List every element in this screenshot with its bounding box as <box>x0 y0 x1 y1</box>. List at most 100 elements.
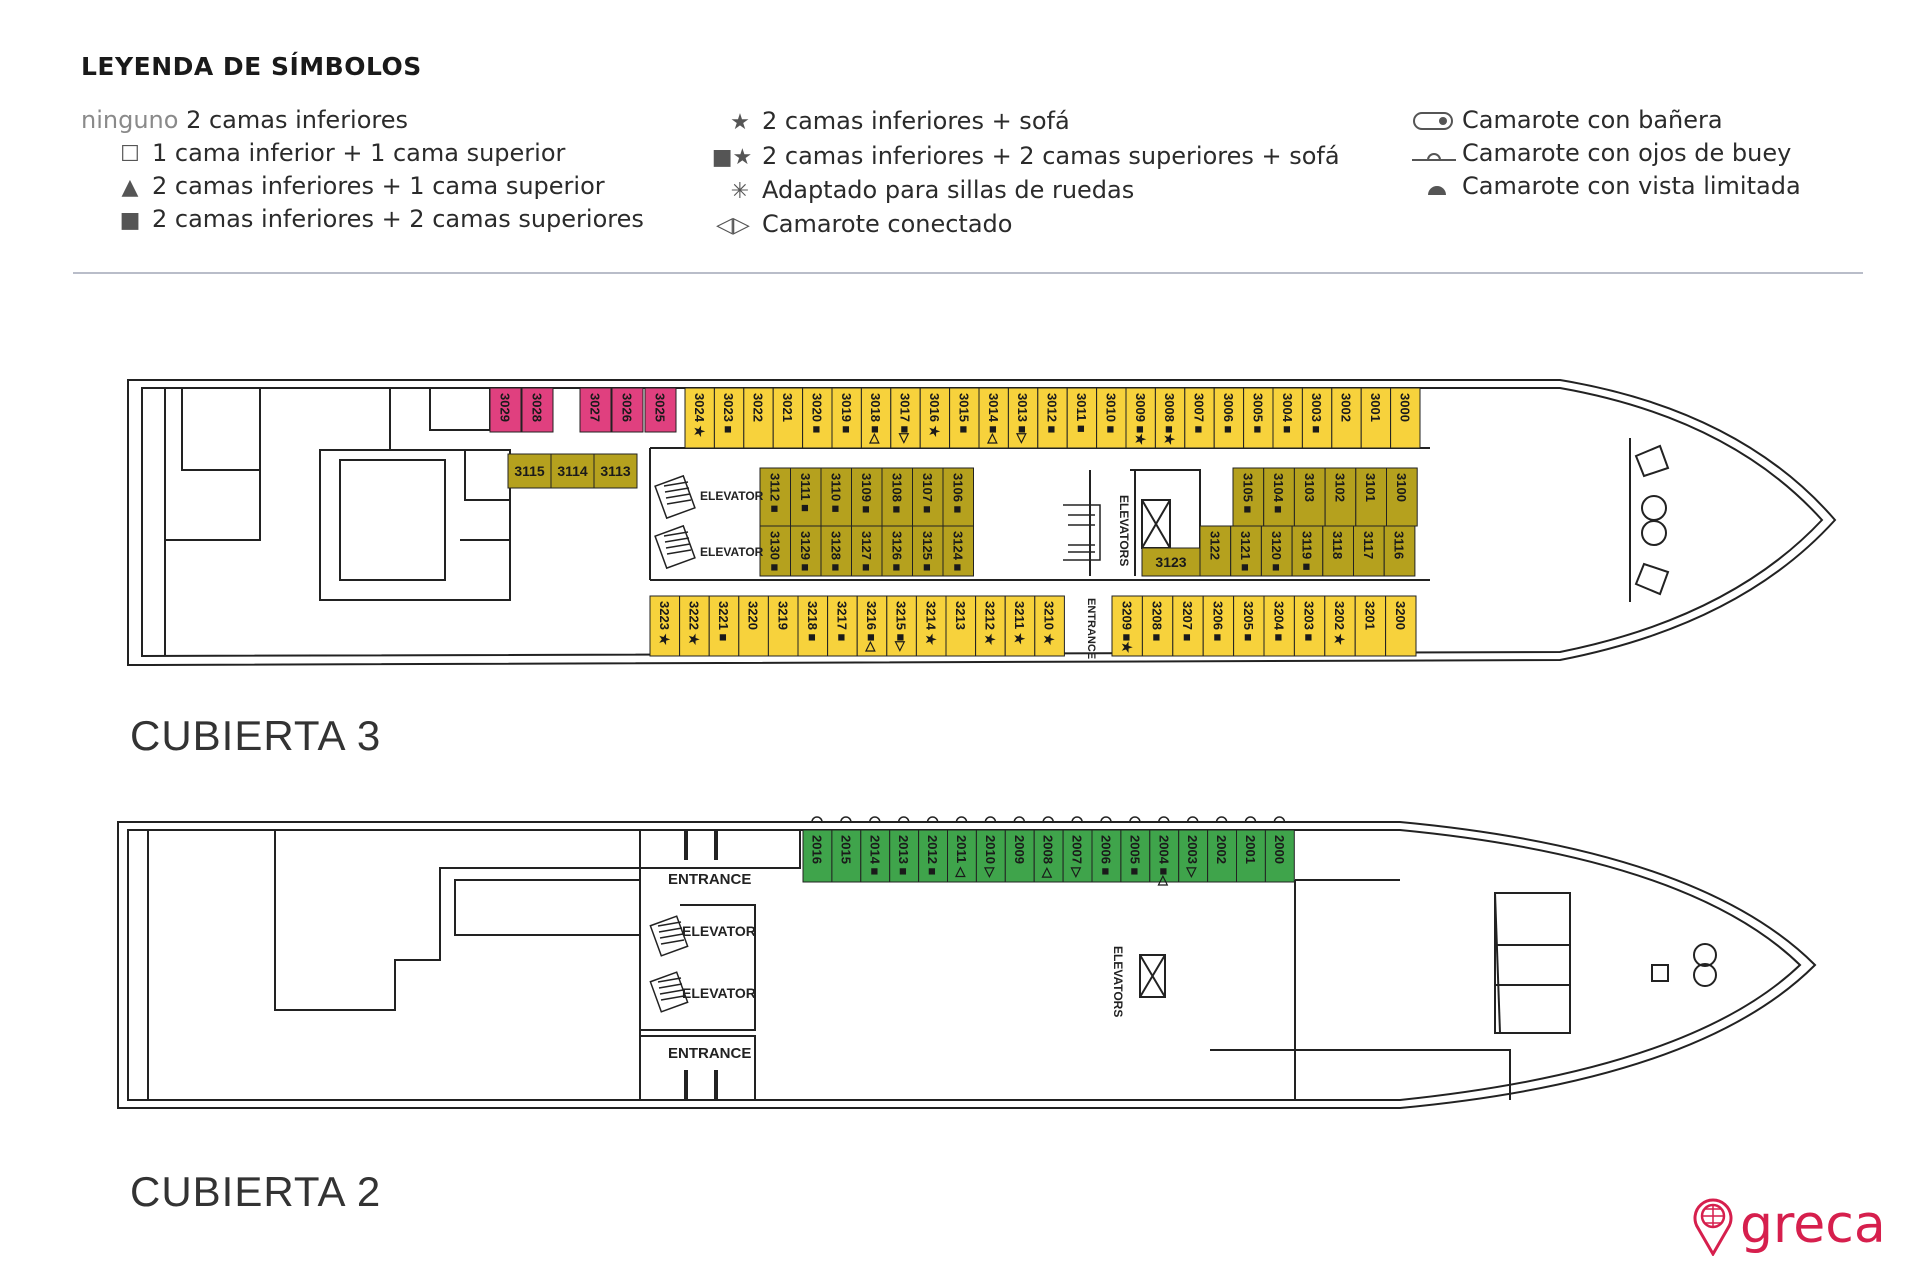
cabin-3203[interactable]: 3203 ■ <box>1293 595 1326 657</box>
cabin-2009[interactable]: 2009 <box>1004 829 1035 883</box>
cabin-3221[interactable]: 3221 ■ <box>708 595 740 657</box>
cabin-3108[interactable]: 3108 ■ <box>881 467 913 527</box>
cabin-3204[interactable]: 3204 ■ <box>1263 595 1295 657</box>
cabin-2015[interactable]: 2015 <box>831 829 862 883</box>
cabin-2010[interactable]: 2010 ▷ <box>975 829 1006 883</box>
cabin-2016[interactable]: 2016 <box>802 829 833 883</box>
cabin-3028[interactable]: 3028 <box>521 387 554 433</box>
cabin-3020[interactable]: 3020 ■ <box>802 387 833 449</box>
cabin-3009[interactable]: 3009 ■★ <box>1125 387 1156 449</box>
cabin-3106[interactable]: 3106 ■ <box>942 467 974 527</box>
cabin-2003[interactable]: 2003 ▷ <box>1178 829 1209 883</box>
cabin-3021[interactable]: 3021 <box>772 387 804 449</box>
cabin-3223[interactable]: 3223 ★ <box>649 595 681 657</box>
cabin-3013[interactable]: 3013 ■▷ <box>1007 387 1039 449</box>
cabin-3008[interactable]: 3008 ■★ <box>1154 387 1186 449</box>
cabin-3220[interactable]: 3220 <box>738 595 769 657</box>
cabin-3207[interactable]: 3207 ■ <box>1172 595 1204 657</box>
cabin-3109[interactable]: 3109 ■ <box>851 467 883 527</box>
cabin-2013[interactable]: 2013 ■ <box>889 829 920 883</box>
cabin-3103[interactable]: 3103 <box>1293 467 1326 527</box>
cabin-3111[interactable]: 3111 ■ <box>790 467 822 527</box>
cabin-2002[interactable]: 2002 <box>1207 829 1237 883</box>
cabin-2000[interactable]: 2000 <box>1264 829 1295 883</box>
cabin-3024[interactable]: 3024 ★ <box>684 387 715 449</box>
cabin-3112[interactable]: 3112 ■ <box>759 467 791 527</box>
cabin-3215[interactable]: 3215 ■▷ <box>886 595 917 657</box>
cabin-2005[interactable]: 2005 ■ <box>1120 829 1151 883</box>
cabin-3116[interactable]: 3116 <box>1383 525 1416 577</box>
cabin-3122[interactable]: 3122 <box>1199 525 1232 577</box>
cabin-3126[interactable]: 3126 ■ <box>881 525 913 577</box>
cabin-3110[interactable]: 3110 ■ <box>820 467 852 527</box>
cabin-3016[interactable]: 3016 ★ <box>919 387 951 449</box>
cabin-3119[interactable]: 3119 ■ <box>1291 525 1324 577</box>
cabin-3102[interactable]: 3102 <box>1324 467 1357 527</box>
cabin-3208[interactable]: 3208 ■ <box>1141 595 1174 657</box>
cabin-3023[interactable]: 3023 ■ <box>713 387 745 449</box>
cabin-2006[interactable]: 2006 ■ <box>1091 829 1122 883</box>
cabin-3012[interactable]: 3012 ■ <box>1037 387 1068 449</box>
cabin-3216[interactable]: 3216 ■◁ <box>856 595 888 657</box>
cabin-3011[interactable]: 3011 ■ <box>1066 387 1098 449</box>
cabin-3027[interactable]: 3027 <box>579 387 612 433</box>
cabin-3003[interactable]: 3003 ■ <box>1301 387 1333 449</box>
cabin-3200[interactable]: 3200 <box>1385 595 1417 657</box>
cabin-3001[interactable]: 3001 <box>1360 387 1392 449</box>
cabin-3118[interactable]: 3118 <box>1322 525 1355 577</box>
cabin-3005[interactable]: 3005 ■ <box>1243 387 1274 449</box>
cabin-3025[interactable]: 3025 <box>644 387 677 433</box>
cabin-3115[interactable]: 3115 <box>507 453 552 489</box>
cabin-3114[interactable]: 3114 <box>550 453 595 489</box>
cabin-2007[interactable]: 2007 ▷ <box>1062 829 1093 883</box>
cabin-3124[interactable]: 3124 ■ <box>942 525 974 577</box>
cabin-3117[interactable]: 3117 <box>1353 525 1385 577</box>
cabin-3010[interactable]: 3010 ■ <box>1096 387 1127 449</box>
cabin-3006[interactable]: 3006 ■ <box>1213 387 1245 449</box>
cabin-3019[interactable]: 3019 ■ <box>831 387 862 449</box>
cabin-3002[interactable]: 3002 <box>1331 387 1362 449</box>
cabin-3105[interactable]: 3105 ■ <box>1232 467 1265 527</box>
cabin-3130[interactable]: 3130 ■ <box>759 525 791 577</box>
cabin-2011[interactable]: 2011 ◁ <box>947 829 977 883</box>
cabin-2001[interactable]: 2001 <box>1236 829 1266 883</box>
cabin-2012[interactable]: 2012 ■ <box>918 829 948 883</box>
cabin-3029[interactable]: 3029 <box>489 387 522 433</box>
cabin-3127[interactable]: 3127 ■ <box>851 525 883 577</box>
cabin-3129[interactable]: 3129 ■ <box>790 525 822 577</box>
cabin-3026[interactable]: 3026 <box>611 387 644 433</box>
cabin-3206[interactable]: 3206 ■ <box>1202 595 1235 657</box>
cabin-2004[interactable]: 2004 ■◁ <box>1149 829 1180 886</box>
cabin-3107[interactable]: 3107 ■ <box>912 467 944 527</box>
cabin-3202[interactable]: 3202 ★ <box>1324 595 1356 657</box>
cabin-3022[interactable]: 3022 <box>743 387 774 449</box>
cabin-3121[interactable]: 3121 ■ <box>1230 525 1262 577</box>
cabin-3211[interactable]: 3211 ★ <box>1004 595 1036 657</box>
cabin-3018[interactable]: 3018 ■◁ <box>860 387 892 449</box>
cabin-3218[interactable]: 3218 ■ <box>797 595 829 657</box>
cabin-3214[interactable]: 3214 ★ <box>915 595 947 657</box>
cabin-3101[interactable]: 3101 <box>1355 467 1388 527</box>
cabin-3201[interactable]: 3201 <box>1354 595 1387 657</box>
cabin-3104[interactable]: 3104 ■ <box>1263 467 1295 527</box>
cabin-3217[interactable]: 3217 ■ <box>827 595 858 657</box>
cabin-3015[interactable]: 3015 ■ <box>949 387 980 449</box>
cabin-3125[interactable]: 3125 ■ <box>912 525 944 577</box>
cabin-3113[interactable]: 3113 <box>593 453 638 489</box>
cabin-3209[interactable]: 3209 ■★ <box>1111 595 1143 657</box>
cabin-3017[interactable]: 3017 ■▷ <box>890 387 921 449</box>
cabin-3219[interactable]: 3219 <box>767 595 799 657</box>
cabin-3213[interactable]: 3213 <box>945 595 977 657</box>
cabin-3205[interactable]: 3205 ■ <box>1233 595 1265 657</box>
cabin-3007[interactable]: 3007 ■ <box>1184 387 1215 449</box>
cabin-3004[interactable]: 3004 ■ <box>1272 387 1303 449</box>
cabin-2014[interactable]: 2014 ■ <box>860 829 891 883</box>
cabin-3120[interactable]: 3120 ■ <box>1260 525 1293 577</box>
cabin-3210[interactable]: 3210 ★ <box>1034 595 1065 657</box>
cabin-3222[interactable]: 3222 ★ <box>679 595 710 657</box>
cabin-2008[interactable]: 2008 ◁ <box>1033 829 1064 883</box>
cabin-3100[interactable]: 3100 <box>1386 467 1418 527</box>
cabin-3128[interactable]: 3128 ■ <box>820 525 852 577</box>
cabin-3014[interactable]: 3014 ■◁ <box>978 387 1009 449</box>
cabin-3212[interactable]: 3212 ★ <box>975 595 1006 657</box>
